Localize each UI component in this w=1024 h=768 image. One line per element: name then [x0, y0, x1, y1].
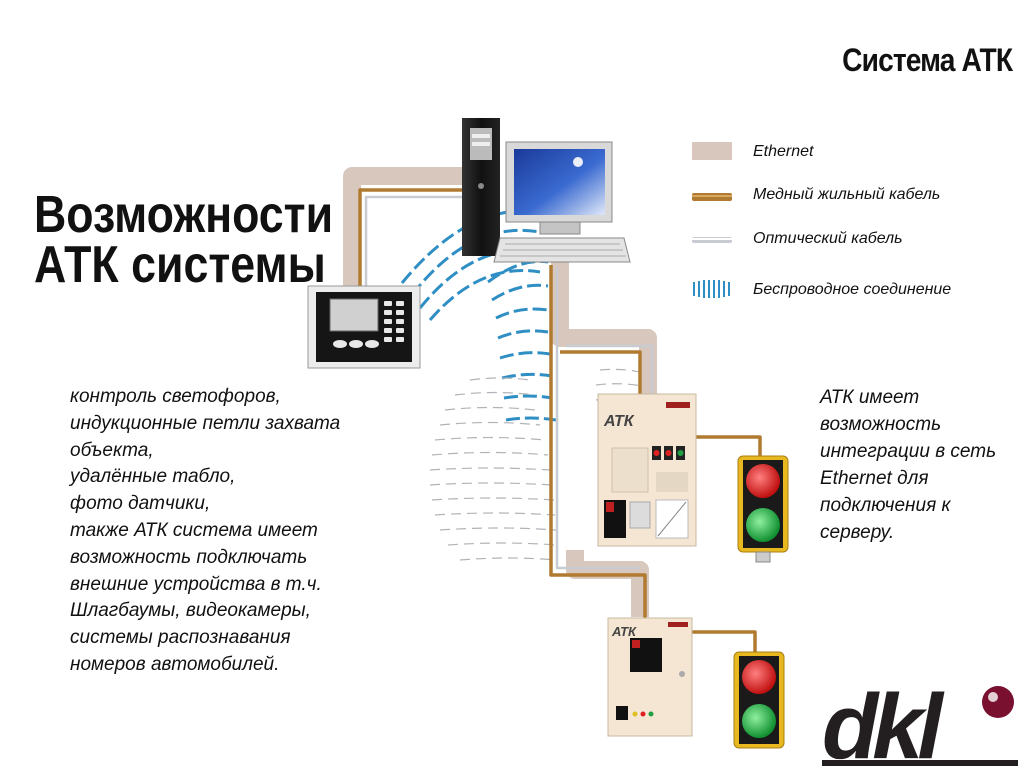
integration-line: серверу. — [820, 522, 895, 543]
ethernet-routes — [343, 167, 657, 617]
optical-cable-swatch-icon — [692, 237, 732, 243]
heading-line-1: Возможности — [34, 186, 334, 244]
dkl-logo: dkl — [822, 676, 1018, 768]
integration-line: интеграции в сеть — [820, 441, 997, 462]
controller1-brand: АТК — [603, 413, 635, 430]
monitor — [493, 141, 631, 263]
legend-label-copper: Медный жильный кабель — [753, 186, 941, 203]
legend-label-wireless: Беспроводное соединение — [753, 281, 952, 298]
controller2-brand: АТК — [611, 624, 637, 639]
control-terminal — [307, 285, 421, 369]
features-line: контроль светофоров, — [70, 386, 281, 407]
traffic-light-2 — [733, 651, 785, 749]
features-line: объекта, — [70, 439, 154, 461]
ethernet-swatch-icon — [692, 142, 732, 160]
legend-label-optical: Оптический кабель — [753, 230, 903, 247]
integration-line: Ethernet для — [820, 468, 929, 489]
features-line: номеров автомобилей. — [70, 653, 280, 675]
traffic-light-1 — [737, 455, 789, 563]
features-line: также АТК система имеет — [70, 519, 318, 541]
copper-cable-swatch-icon — [692, 193, 732, 201]
integration-line: возможность — [820, 414, 942, 435]
server-tower — [462, 118, 500, 256]
features-line: индукционные петли захвата — [70, 412, 341, 434]
logo-text: dkl — [822, 676, 945, 768]
features-line: системы распознавания — [70, 627, 291, 649]
wireless-swatch-icon — [693, 280, 730, 298]
atk-controller-2: АТК — [607, 617, 693, 737]
integration-line: АТК имеет — [820, 387, 920, 408]
features-line: Шлагбаумы, видеокамеры, — [70, 600, 311, 622]
features-description: контроль светофоров, индукционные петли … — [70, 384, 380, 679]
features-line: фото датчики, — [70, 493, 211, 515]
page-title: Система АТК — [842, 42, 1013, 78]
features-line: внешние устройства в т.ч. — [70, 573, 322, 595]
optical-cables — [364, 195, 654, 570]
heading-line-2: АТК системы — [34, 236, 326, 294]
features-line: возможность подключать — [70, 546, 308, 568]
atk-controller-1: АТК — [597, 393, 697, 547]
integration-description: АТК имеет возможность интеграции в сеть … — [820, 384, 1020, 546]
integration-line: подключения к — [820, 495, 951, 516]
copper-cables — [358, 188, 762, 654]
legend-label-ethernet: Ethernet — [753, 143, 814, 160]
features-line: удалённые табло, — [70, 466, 236, 488]
main-heading: Возможности АТК системы — [34, 186, 334, 294]
